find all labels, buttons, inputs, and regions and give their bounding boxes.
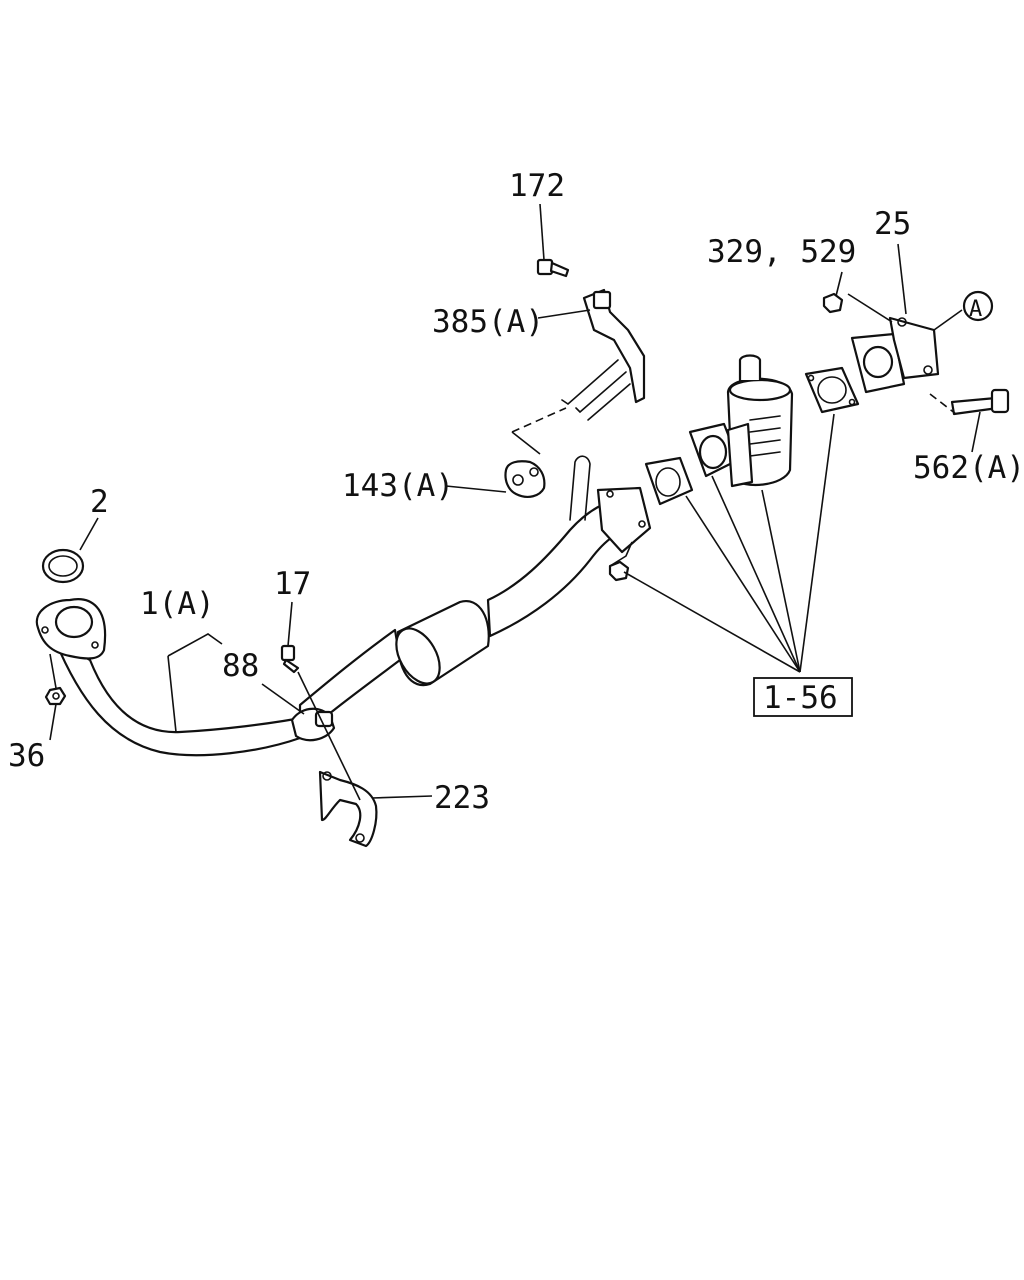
hanger-rubber-143 — [504, 460, 546, 498]
reference-a-circle — [962, 290, 994, 322]
gasket-plate-2 — [804, 366, 860, 414]
flange-pipe-25 — [850, 316, 940, 394]
label-reference-1-56: 1-56 — [763, 680, 838, 716]
reference-box — [753, 677, 853, 717]
bolt-17 — [280, 644, 300, 674]
gasket-ring — [41, 548, 85, 584]
label-1a: 1(A) — [140, 586, 215, 622]
label-36: 36 — [8, 738, 45, 774]
label-329-529: 329, 529 — [707, 234, 856, 270]
label-2: 2 — [90, 484, 109, 520]
clamp-88 — [290, 707, 336, 742]
bolt-562 — [950, 388, 1010, 416]
bracket-385 — [561, 288, 646, 421]
part-labels: 172 385(A) 329, 529 25 A 562(A) 143(A) 2… — [8, 168, 1024, 816]
nut-329 — [822, 292, 844, 314]
leader-lines — [49, 203, 981, 801]
label-562: 562(A) — [913, 450, 1024, 486]
nut-36 — [44, 686, 67, 706]
front-flange — [35, 598, 107, 660]
bracket-223 — [318, 770, 378, 848]
label-17: 17 — [274, 566, 311, 602]
label-a: A — [969, 297, 982, 322]
exhaust-pipe — [53, 455, 652, 757]
gasket-plate-1 — [644, 456, 694, 506]
label-88: 88 — [222, 648, 259, 684]
label-172: 172 — [509, 168, 565, 204]
label-385: 385(A) — [432, 304, 544, 340]
flange-bolt — [608, 560, 630, 582]
label-25: 25 — [874, 206, 911, 242]
label-223: 223 — [434, 780, 490, 816]
muffler-resonator — [726, 354, 794, 488]
muffler-inlet-flange — [688, 422, 740, 478]
label-143: 143(A) — [342, 468, 454, 504]
bolt-172 — [536, 258, 570, 278]
